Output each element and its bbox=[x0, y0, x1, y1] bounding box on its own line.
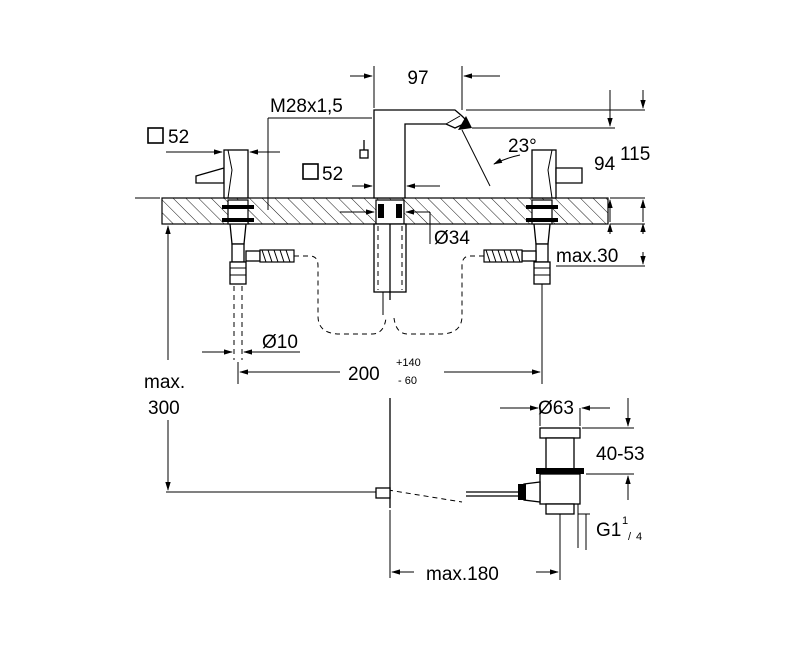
dim-115-label: 115 bbox=[620, 144, 650, 165]
tolerance-plus: +140 bbox=[396, 357, 421, 369]
dim-max30 bbox=[556, 223, 646, 267]
hoses bbox=[294, 255, 484, 335]
dim-97 bbox=[350, 66, 500, 110]
square-icon bbox=[147, 127, 164, 144]
max180-label: max.180 bbox=[426, 564, 499, 585]
drain-waste bbox=[518, 427, 584, 580]
max30-label: max.30 bbox=[556, 246, 618, 267]
sq52-mid-label: 52 bbox=[322, 164, 343, 185]
g1-numerator: 1 bbox=[622, 515, 628, 527]
dim-200-label: 200 bbox=[348, 364, 380, 385]
dim-m28 bbox=[267, 117, 372, 210]
dim-square-52-left bbox=[147, 127, 280, 160]
dim-63 bbox=[500, 405, 610, 426]
g1-denominator: 4 bbox=[636, 531, 642, 543]
thread-label: M28x1,5 bbox=[270, 96, 343, 117]
dim-4053 bbox=[582, 398, 634, 500]
max-word: max. bbox=[144, 372, 185, 393]
dim-34-label: Ø34 bbox=[434, 228, 470, 249]
dim-g1 bbox=[577, 504, 590, 550]
g1-label: G1 bbox=[596, 520, 621, 541]
g1-slash: / bbox=[628, 531, 632, 543]
dim-94-label: 94 bbox=[594, 154, 616, 175]
pop-up-rod bbox=[166, 398, 524, 508]
dim-34 bbox=[340, 209, 431, 244]
dim-63-label: Ø63 bbox=[538, 398, 574, 419]
right-valve bbox=[483, 149, 583, 285]
sq52-left-label: 52 bbox=[168, 127, 189, 148]
dim-max300 bbox=[164, 223, 226, 491]
spout bbox=[359, 109, 472, 315]
angle-label: 23° bbox=[508, 136, 537, 157]
dim-97-label: 97 bbox=[407, 68, 428, 89]
max300-label: 300 bbox=[148, 398, 180, 419]
dim-height bbox=[466, 90, 646, 222]
dim-10-label: Ø10 bbox=[262, 332, 298, 353]
square-icon bbox=[302, 163, 319, 180]
dim-square-52-mid bbox=[302, 163, 440, 189]
dim-4053-label: 40-53 bbox=[596, 444, 645, 465]
dim-max180 bbox=[389, 510, 559, 578]
dim-angle-23 bbox=[461, 129, 521, 187]
tolerance-minus: - 60 bbox=[398, 375, 417, 387]
left-valve bbox=[195, 149, 295, 360]
dim-200 bbox=[237, 284, 543, 384]
